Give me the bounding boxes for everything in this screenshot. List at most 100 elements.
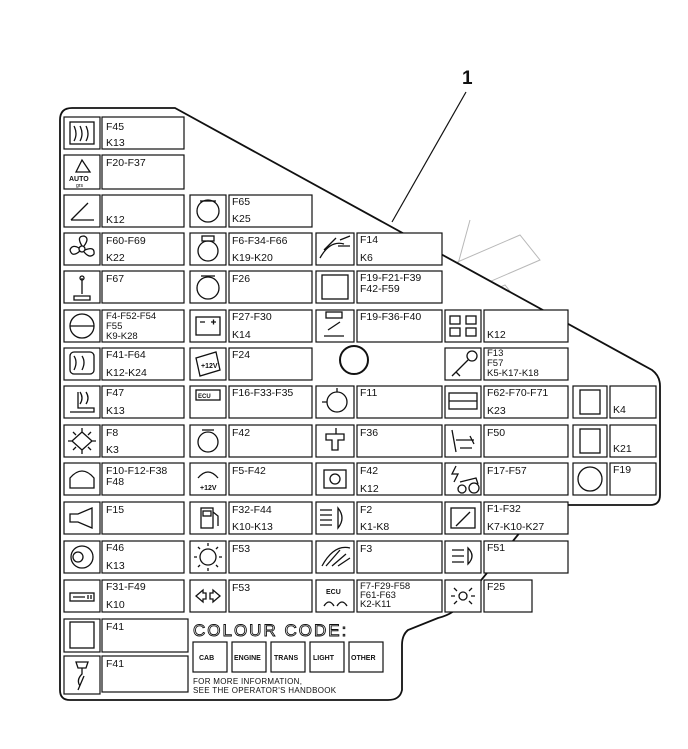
icon-box-key <box>444 347 482 381</box>
icon-box-fan <box>63 232 101 266</box>
round-lamp-icon <box>197 429 219 453</box>
fuse-box-r10c <box>356 462 443 496</box>
fuse-box-r9a <box>101 424 185 458</box>
fuse-box-r5a <box>101 270 185 304</box>
fuse-label: K12 <box>487 329 506 341</box>
colour-code-cab <box>192 641 228 673</box>
fuse-box-r7a <box>101 347 185 381</box>
fuse-label: F41 <box>106 621 124 633</box>
fuse-label: F24 <box>232 349 250 361</box>
fuse-label: F53 <box>232 543 250 555</box>
icon-box-headlight <box>315 501 355 535</box>
fuse-box-r8b <box>228 385 313 419</box>
fuse-box-r10d <box>483 462 569 496</box>
svg-text:+12V: +12V <box>200 485 217 492</box>
plus-12v-icon: +12V <box>197 471 219 492</box>
icon-box-hazard <box>444 579 482 613</box>
icon-box-engine <box>315 462 355 496</box>
fuse-box-r2 <box>101 154 185 190</box>
fuse-label: F19 <box>613 464 631 476</box>
rear-defrost-icon <box>69 121 95 145</box>
fuse-label: K21 <box>613 443 632 455</box>
svg-text:AUTO: AUTO <box>69 176 89 183</box>
hitch-icon <box>451 429 475 453</box>
icon-box-12v-b <box>189 462 227 496</box>
fuse-label: F16-F33-F35 <box>232 387 293 399</box>
cigar-lighter-icon <box>75 661 89 691</box>
cab-light-icon <box>69 470 95 489</box>
fuse-box-r6c <box>356 309 443 343</box>
colour-code-title: COLOUR CODE: <box>193 621 348 640</box>
fuse-box-r10b <box>228 462 313 496</box>
icon-box-seat <box>63 194 101 228</box>
fuse-label: F67 <box>106 273 124 285</box>
fuse-box-r11d <box>483 501 569 535</box>
fuse-box-r5c <box>356 270 443 304</box>
relay-round-icon <box>577 466 603 492</box>
fuse-box-r8d <box>483 385 569 419</box>
work-light-icon <box>68 428 96 454</box>
hazard-light-icon <box>451 587 475 605</box>
fuse-box-r8c <box>356 385 443 419</box>
icon-box-panel <box>444 385 482 419</box>
fuse-box-r7c <box>483 347 569 381</box>
icon-box-ecu-gauge <box>315 579 355 613</box>
turn-indicator-icon <box>195 588 221 604</box>
heated-mirror-icon <box>69 351 95 375</box>
dome-light-icon <box>69 313 95 339</box>
icon-box-beam <box>315 540 355 574</box>
svg-text:LIGHT: LIGHT <box>313 655 335 662</box>
fan-icon <box>69 235 95 257</box>
fuse-label: F26 <box>232 273 250 285</box>
svg-text:+12V: +12V <box>201 363 218 370</box>
fuse-box-r7b <box>228 347 313 381</box>
icon-box-horn <box>315 385 355 419</box>
icon-box-transmission <box>444 309 482 343</box>
fuse-box-r11b <box>228 501 313 535</box>
battery-icon <box>195 316 221 336</box>
colour-code-trans <box>270 641 306 673</box>
icon-box-fog <box>444 540 482 574</box>
panel-icon <box>448 392 478 410</box>
fuse-label: F41 <box>106 658 124 670</box>
tractor-electric-icon <box>450 465 480 494</box>
fuse-box-r12a <box>101 540 185 574</box>
fuse-box-r11a <box>101 501 185 535</box>
icon-box-fuel <box>189 501 227 535</box>
seat-heater-icon <box>70 391 95 413</box>
transmission-icon <box>449 315 477 337</box>
fuse-label: F3 <box>360 543 372 555</box>
fuse-box-r6d <box>483 309 569 343</box>
fuse-box-r6b <box>228 309 313 343</box>
fuse-box-r8a <box>101 385 185 419</box>
fuse-box-r4c <box>356 232 443 266</box>
icon-box-relay1 <box>572 385 608 419</box>
icon-box-pump <box>315 424 355 458</box>
handbook-note: FOR MORE INFORMATION,SEE THE OPERATOR'S … <box>193 677 337 695</box>
svg-text:OTHER: OTHER <box>351 655 376 662</box>
fuse-box-r3a <box>101 194 185 228</box>
fuse-box-r13c <box>356 579 443 613</box>
high-beam-icon <box>321 546 351 567</box>
fuse-label: F5-F42 <box>232 465 266 477</box>
fuse-box-r13d <box>483 579 533 613</box>
fuse-label: K4 <box>613 404 626 416</box>
svg-text:grs: grs <box>76 183 83 189</box>
interior-light-icon <box>194 543 222 571</box>
socket-12v-icon: +12V <box>195 351 221 377</box>
icon-box-relay2 <box>572 424 608 458</box>
svg-text:ENGINE: ENGINE <box>234 655 261 662</box>
fuse-label: F53 <box>232 582 250 594</box>
radio-icon <box>69 592 95 602</box>
fuse-label: F17-F57 <box>487 465 527 477</box>
fuse-box-r12d <box>483 540 569 574</box>
icon-box-horn <box>63 501 101 535</box>
horn-icon <box>69 507 93 529</box>
